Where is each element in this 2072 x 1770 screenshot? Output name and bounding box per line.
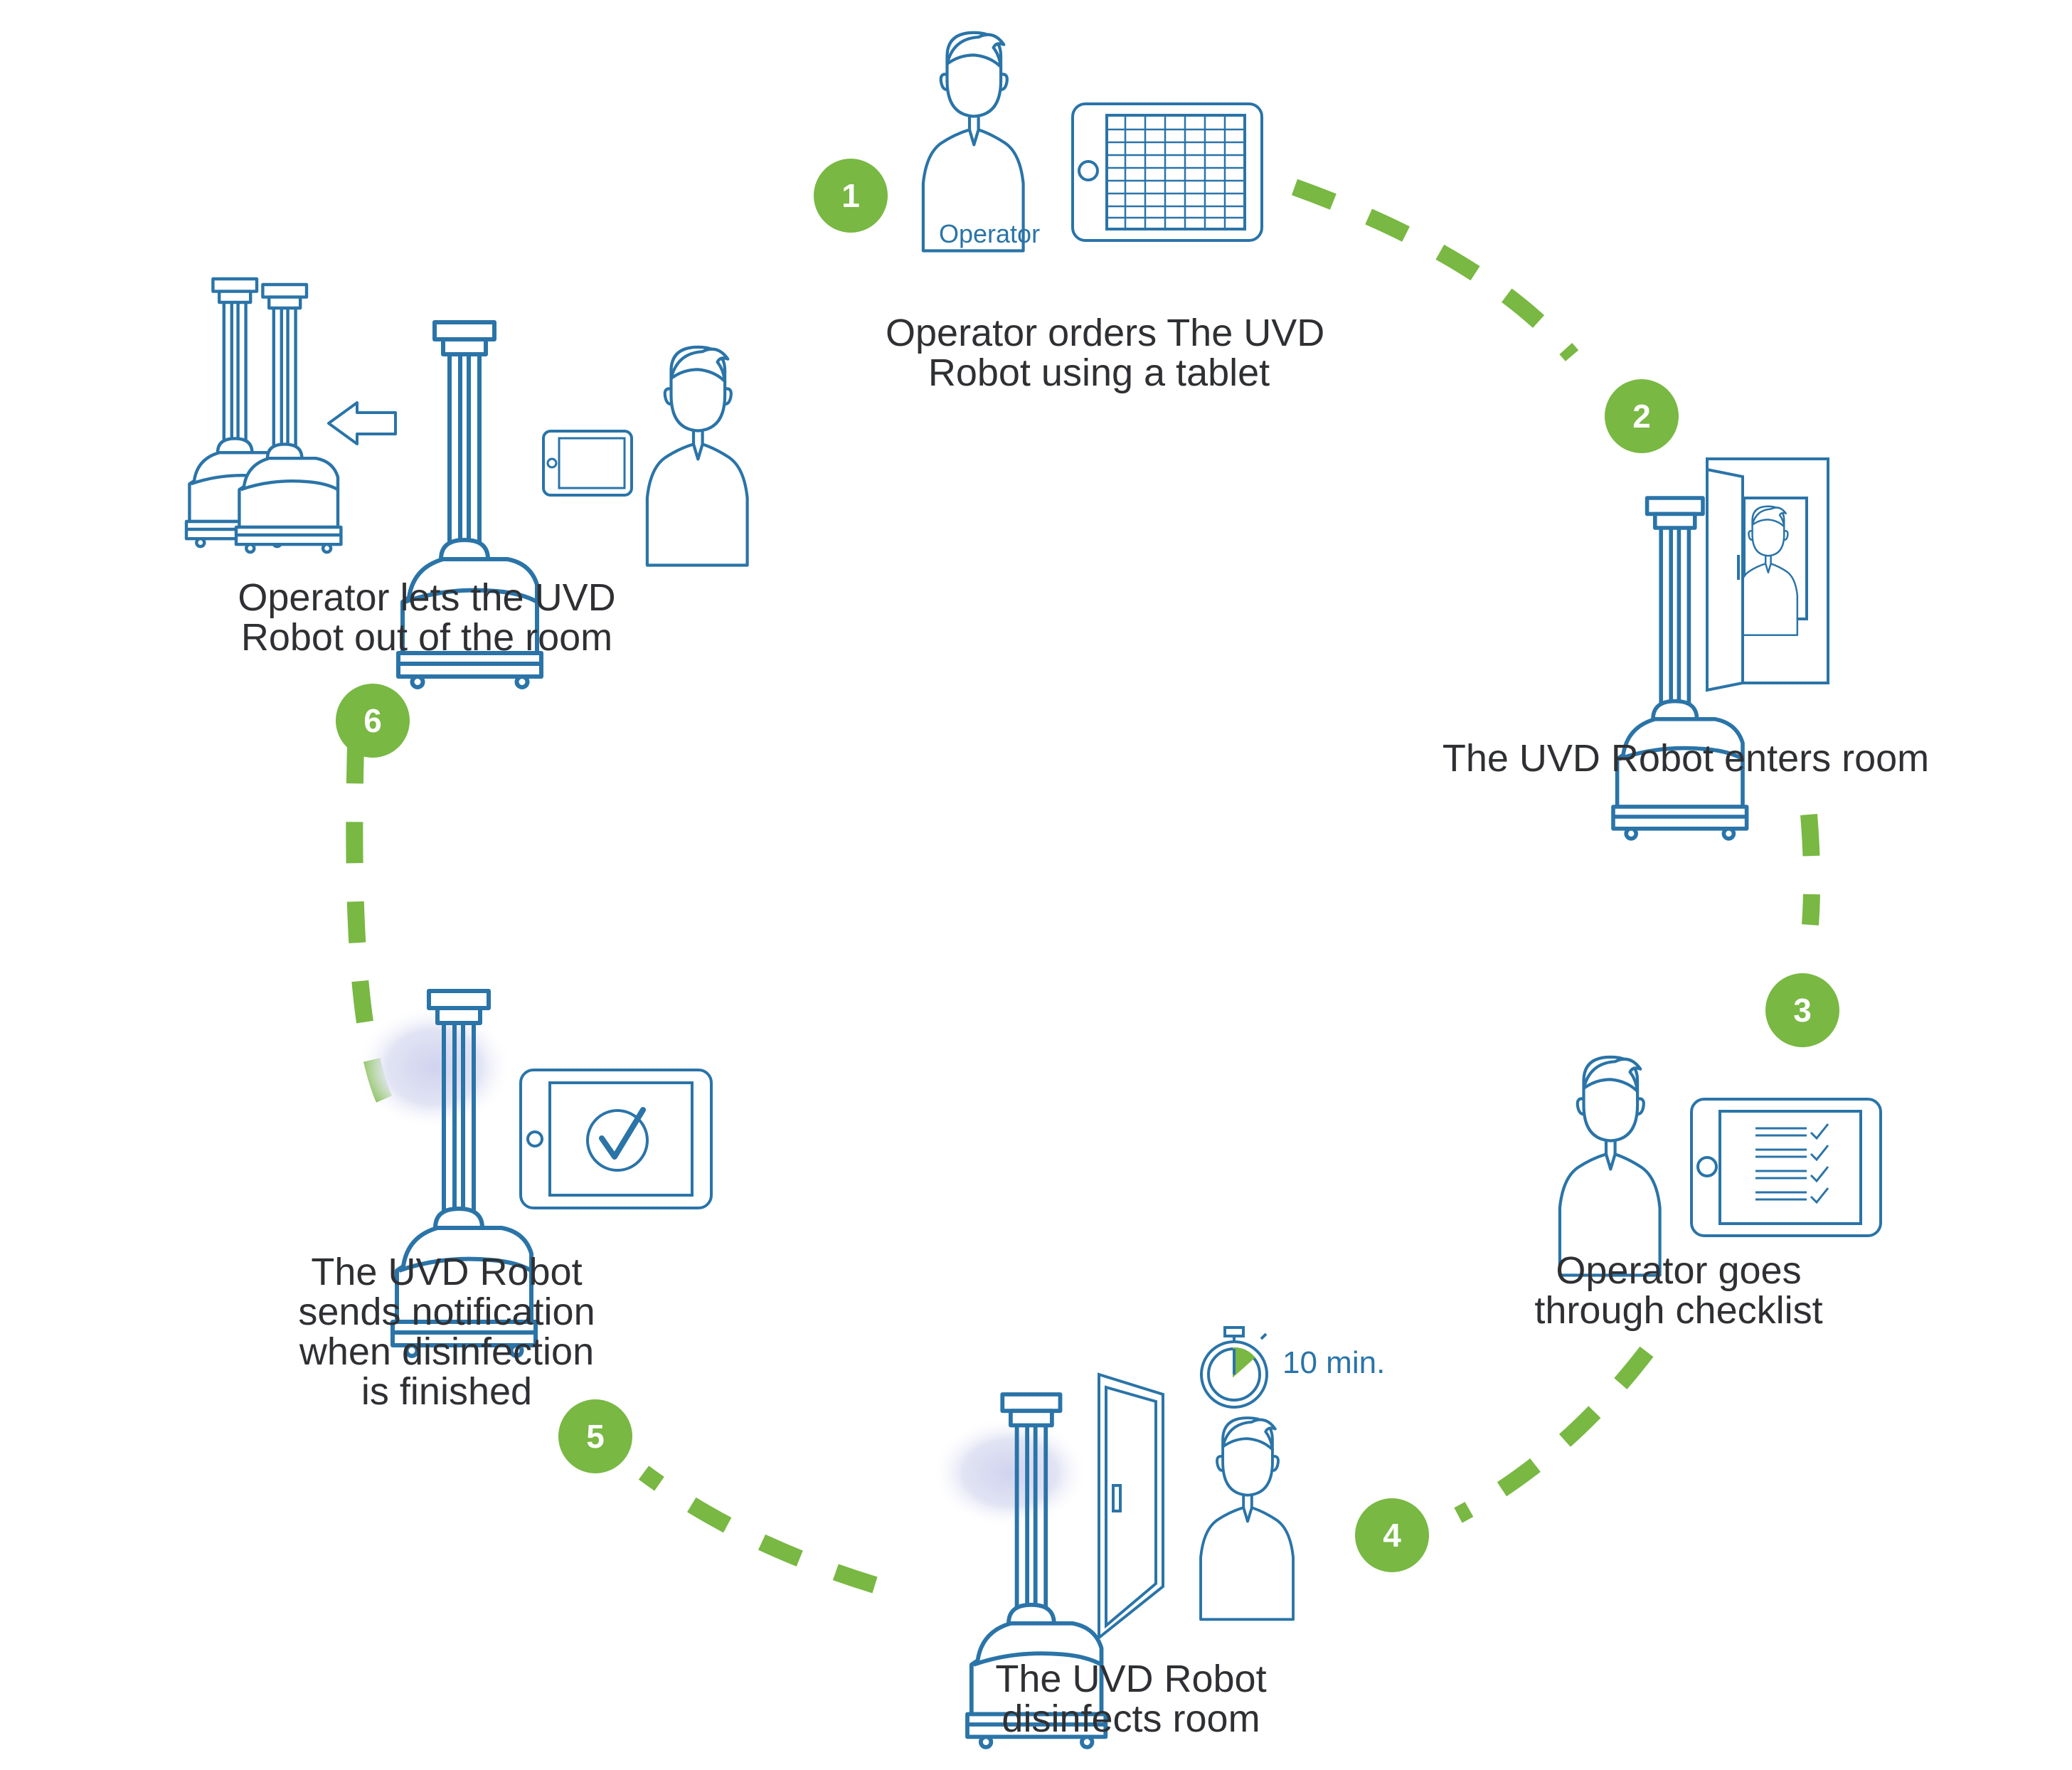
step-caption-3: Operator goes through checklist: [1534, 1249, 1823, 1332]
operator-icon: [1199, 1416, 1295, 1621]
step-badge-4: 4: [1355, 1498, 1429, 1572]
arrow-left-icon: [327, 401, 397, 445]
step-caption-5: The UVD Robot sends notification when di…: [298, 1251, 595, 1413]
step-badge-3: 3: [1765, 973, 1839, 1047]
tablet-icon: [542, 430, 633, 497]
tablet-grid-icon: [1071, 102, 1263, 242]
operator-icon: [647, 347, 748, 566]
step-caption-2: The UVD Robot enters room: [1442, 737, 1930, 780]
timer-label: 10 min.: [1282, 1345, 1386, 1380]
tablet-checklist-icon: [1690, 1098, 1882, 1237]
tablet-check-icon: [519, 1069, 713, 1209]
stopwatch-icon: [1200, 1326, 1268, 1409]
door-icon: [1706, 467, 1744, 692]
step-caption-4: The UVD Robot disinfects room: [995, 1658, 1267, 1740]
uvd-robot-icon: [236, 285, 341, 552]
uv-glow: [356, 1005, 512, 1130]
step-caption-1: Operator orders The UVD Robot using a ta…: [886, 312, 1325, 394]
shirt-label: Operator: [939, 219, 1041, 248]
operator-icon: [923, 33, 1024, 251]
step-badge-5: 5: [558, 1399, 632, 1473]
step-caption-6: Operator lets the UVD Robot out of the r…: [238, 576, 616, 659]
uv-glow: [932, 1417, 1088, 1528]
step-badge-2: 2: [1605, 379, 1679, 453]
step-badge-1: 1: [814, 159, 888, 233]
operator-icon: [1560, 1057, 1660, 1276]
door-icon: [1098, 1372, 1164, 1641]
step-badge-6: 6: [336, 684, 410, 758]
